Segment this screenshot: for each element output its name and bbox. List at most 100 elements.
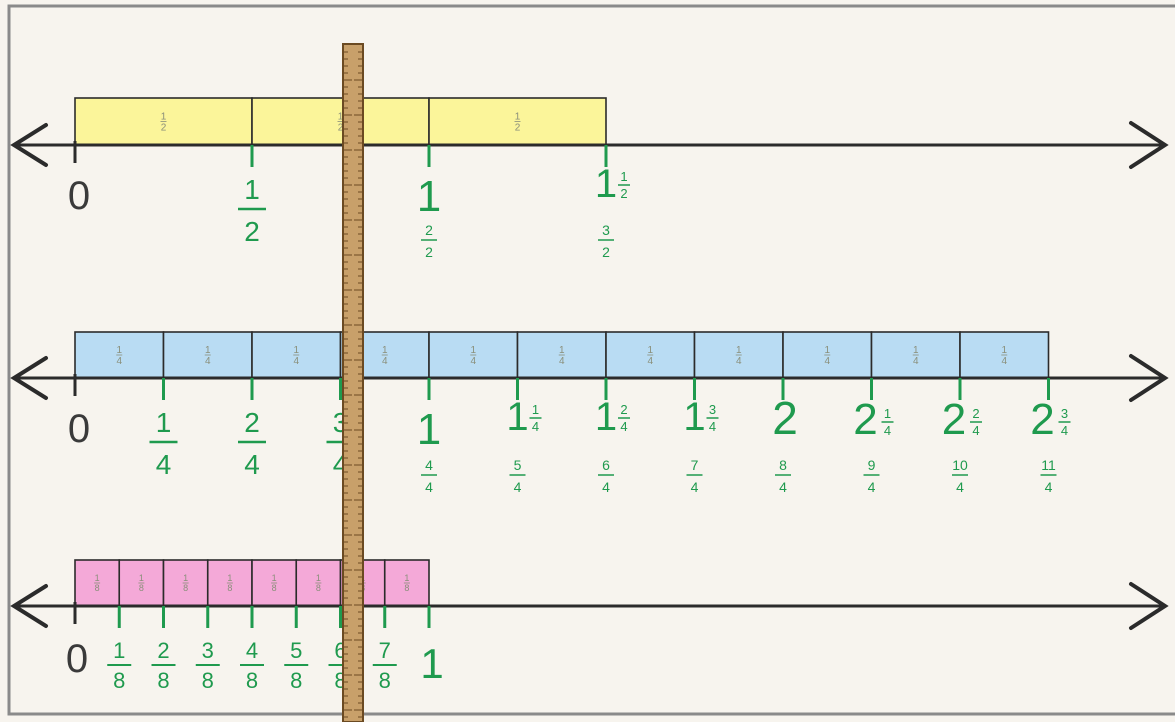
mixed-whole-part: 2 [853, 395, 877, 444]
fraction-denominator: 8 [157, 668, 169, 693]
bar-piece-denominator: 8 [227, 583, 232, 593]
right-arrowhead [1129, 354, 1169, 402]
improper-denominator: 4 [868, 479, 876, 495]
bar-piece-denominator: 4 [913, 356, 919, 367]
whole-number-label: 1 [417, 172, 441, 221]
mixed-numerator: 2 [620, 402, 627, 417]
bar-piece-numerator: 1 [95, 573, 100, 583]
improper-denominator: 4 [1045, 479, 1053, 495]
mixed-whole-part: 1 [595, 162, 617, 206]
bar-piece-denominator: 2 [338, 123, 344, 134]
fraction-denominator: 4 [244, 449, 260, 480]
bar-piece-numerator: 1 [272, 573, 277, 583]
mixed-numerator: 1 [620, 169, 627, 184]
zero-label: 0 [68, 174, 90, 218]
improper-numerator: 8 [779, 457, 787, 473]
fraction-numerator: 3 [202, 638, 214, 663]
mixed-denominator: 2 [620, 186, 627, 201]
improper-denominator: 4 [956, 479, 964, 495]
fraction-numerator: 7 [379, 638, 391, 663]
improper-numerator: 5 [514, 457, 522, 473]
whole-number-label: 1 [417, 405, 441, 454]
bar-piece-denominator: 4 [647, 356, 653, 367]
bar-piece-numerator: 1 [515, 112, 521, 123]
fraction-bar-piece [251, 559, 298, 607]
bar-piece-denominator: 8 [139, 583, 144, 593]
bar-piece-numerator: 1 [316, 573, 321, 583]
mixed-whole-part: 2 [942, 395, 966, 444]
fraction-denominator: 8 [246, 668, 258, 693]
mixed-denominator: 4 [972, 423, 979, 438]
fraction-denominator: 8 [113, 668, 125, 693]
improper-denominator: 4 [514, 479, 522, 495]
bar-piece-numerator: 1 [139, 573, 144, 583]
mixed-whole-part: 1 [595, 395, 617, 439]
number-line-eighths: 18181818181818180182838485868781 [10, 559, 1169, 693]
fraction-numerator: 1 [113, 638, 125, 663]
mixed-denominator: 4 [884, 423, 891, 438]
mixed-whole-part: 1 [506, 395, 528, 439]
bar-piece-denominator: 8 [272, 583, 277, 593]
bar-piece-numerator: 1 [116, 345, 122, 356]
bar-piece-numerator: 1 [470, 345, 476, 356]
improper-numerator: 3 [602, 222, 610, 238]
fraction-numerator: 2 [157, 638, 169, 663]
bar-piece-numerator: 1 [559, 345, 565, 356]
improper-denominator: 2 [425, 244, 433, 260]
mixed-numerator: 2 [972, 406, 979, 421]
bar-piece-denominator: 8 [183, 583, 188, 593]
whole-number-label: 1 [420, 640, 443, 687]
bar-piece-numerator: 1 [161, 112, 167, 123]
bar-piece-numerator: 1 [913, 345, 919, 356]
improper-numerator: 7 [691, 457, 699, 473]
ruler-body [342, 43, 364, 722]
fraction-numerator: 1 [156, 407, 172, 438]
right-arrowhead [1129, 582, 1169, 630]
fraction-denominator: 8 [379, 668, 391, 693]
bar-piece-denominator: 4 [205, 356, 211, 367]
bar-piece-denominator: 8 [95, 583, 100, 593]
left-arrowhead [10, 584, 48, 628]
mixed-numerator: 1 [884, 406, 891, 421]
bar-piece-denominator: 2 [161, 123, 167, 134]
bar-piece-numerator: 1 [1001, 345, 1007, 356]
bar-piece-denominator: 8 [404, 583, 409, 593]
board-frame [7, 4, 1175, 716]
bar-piece-numerator: 1 [647, 345, 653, 356]
bar-piece-numerator: 1 [338, 112, 344, 123]
fraction-denominator: 4 [156, 449, 172, 480]
improper-denominator: 4 [779, 479, 787, 495]
improper-numerator: 4 [425, 457, 433, 473]
mixed-whole-part: 1 [683, 395, 705, 439]
bar-piece-denominator: 4 [116, 356, 122, 367]
improper-numerator: 9 [868, 457, 876, 473]
bar-piece-denominator: 4 [736, 356, 742, 367]
mixed-denominator: 4 [709, 419, 716, 434]
improper-denominator: 2 [602, 244, 610, 260]
ruler-strip [342, 43, 364, 722]
zero-label: 0 [68, 407, 90, 451]
bar-piece-denominator: 8 [316, 583, 321, 593]
bar-piece-numerator: 1 [824, 345, 830, 356]
bar-piece-denominator: 4 [559, 356, 565, 367]
left-arrowhead [10, 356, 48, 400]
mixed-numerator: 3 [1061, 406, 1068, 421]
fraction-denominator: 8 [202, 668, 214, 693]
mixed-numerator: 1 [532, 402, 539, 417]
fraction-numerator: 1 [244, 174, 260, 205]
bar-piece-numerator: 1 [736, 345, 742, 356]
whole-number-label: 2 [772, 392, 798, 444]
bar-piece-numerator: 1 [227, 573, 232, 583]
improper-numerator: 10 [952, 457, 968, 473]
bar-piece-denominator: 4 [824, 356, 830, 367]
improper-denominator: 4 [425, 479, 433, 495]
bar-piece-denominator: 4 [382, 356, 388, 367]
left-arrowhead [10, 123, 48, 167]
improper-numerator: 6 [602, 457, 610, 473]
bar-piece-numerator: 1 [183, 573, 188, 583]
mixed-numerator: 3 [709, 402, 716, 417]
